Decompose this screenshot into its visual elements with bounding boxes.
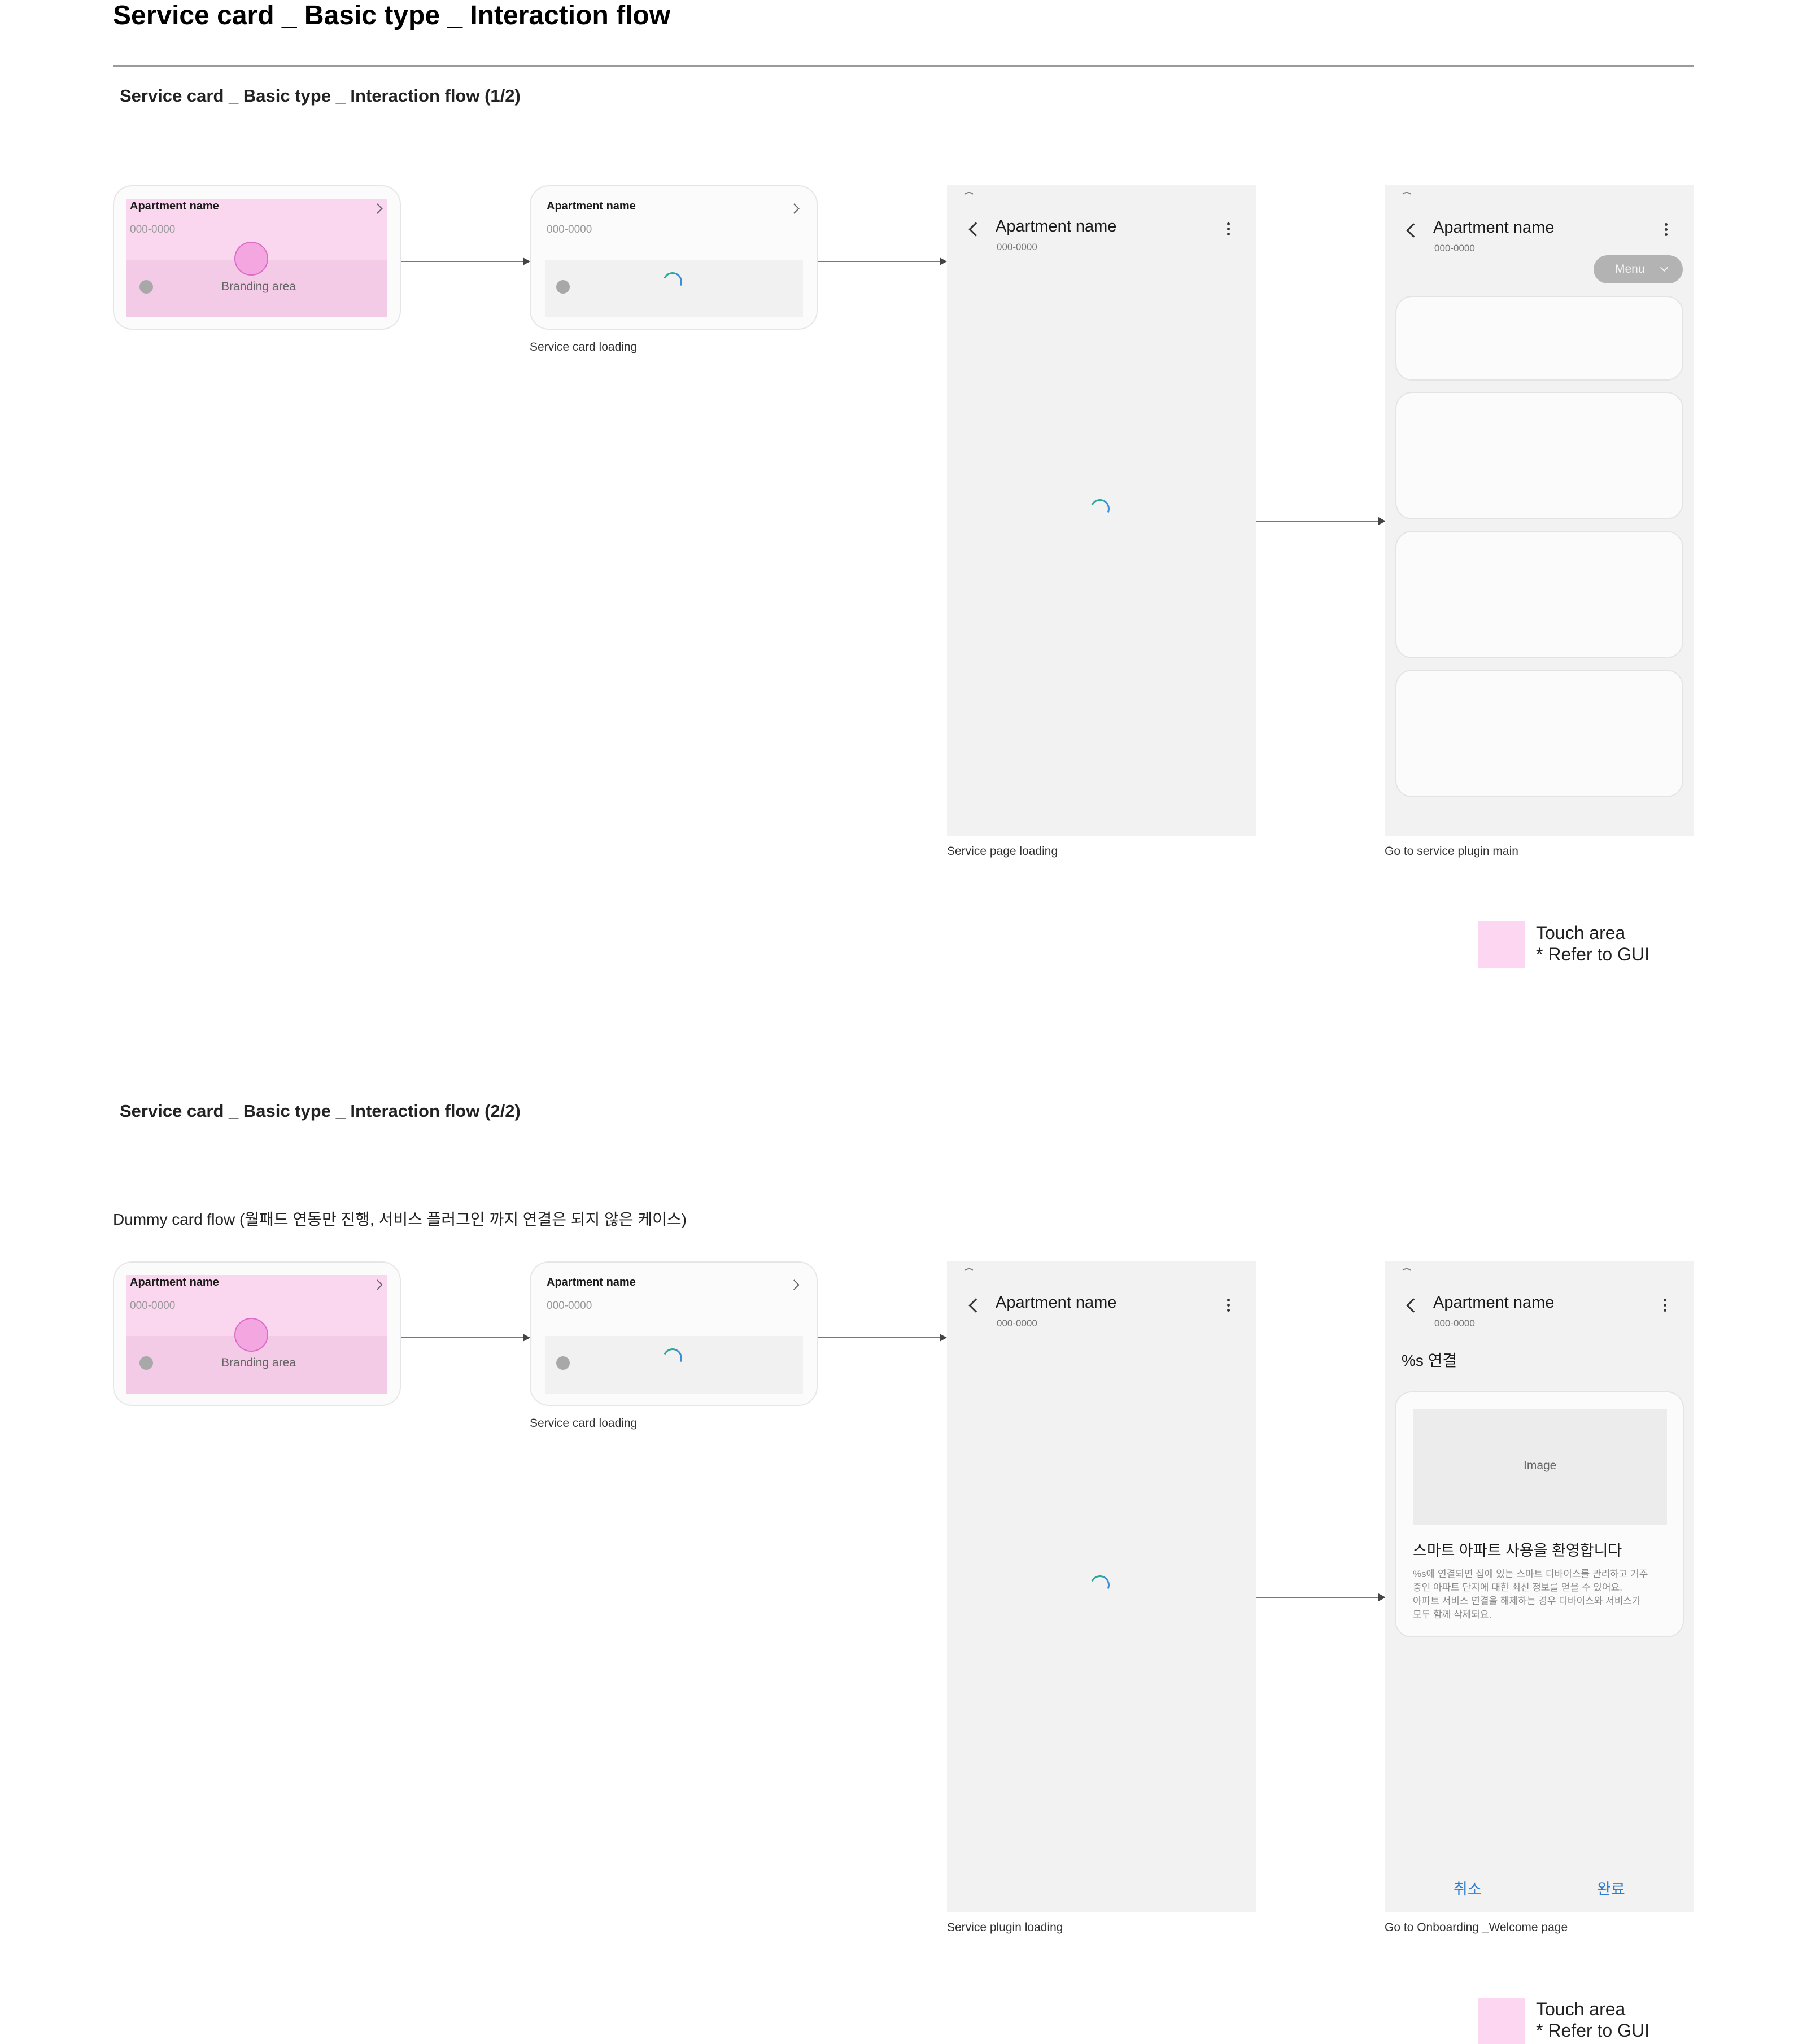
onboarding-caption: Go to Onboarding _Welcome page — [1385, 1921, 1568, 1934]
card-loading-caption: Service card loading — [530, 1417, 638, 1430]
welcome-desc-line4: 모두 함께 삭제되요. — [1413, 1609, 1492, 1620]
back-chevron-icon[interactable] — [1406, 1298, 1421, 1313]
card-content-area — [545, 260, 803, 317]
title-divider — [113, 65, 1694, 67]
flow2-plugin-loading-screen: Apartment name 000-0000 — [947, 1261, 1256, 1912]
touch-area-swatch — [1478, 921, 1525, 968]
image-label: Image — [1524, 1459, 1557, 1472]
welcome-card: Image 스마트 아파트 사용을 환영합니다 %s에 연결되면 집에 있는 스… — [1395, 1391, 1684, 1637]
chevron-down-icon — [1660, 263, 1669, 272]
welcome-desc-line1: %s에 연결되면 집에 있는 스마트 디바이스를 관리하고 거주 — [1413, 1569, 1648, 1579]
flow1-page-loading-screen: Apartment name 000-0000 — [947, 185, 1256, 836]
card-number: 000-0000 — [547, 224, 592, 235]
flow-arrow — [1256, 1597, 1380, 1598]
branding-area-label: Branding area — [221, 1356, 296, 1369]
welcome-image: Image — [1413, 1409, 1667, 1525]
arrow-head — [940, 257, 947, 265]
menu-label: Menu — [1615, 263, 1645, 276]
branding-area-label: Branding area — [221, 280, 296, 293]
menu-dropdown-button[interactable]: Menu — [1594, 255, 1683, 283]
flow2-title: Service card _ Basic type _ Interaction … — [120, 1101, 521, 1121]
welcome-desc-line3: 아파트 서비스 연결을 해제하는 경우 디바이스와 서비스가 — [1413, 1596, 1641, 1606]
chevron-right-icon — [789, 203, 800, 214]
flow2-card-touch[interactable]: Apartment name 000-0000 Branding area — [113, 1261, 401, 1406]
card-number: 000-0000 — [547, 1300, 592, 1312]
page-loading-caption: Service page loading — [947, 845, 1058, 858]
screen-subtitle: 000-0000 — [1434, 243, 1475, 254]
plugin-loading-caption: Service plugin loading — [947, 1921, 1063, 1934]
flow-arrow — [401, 261, 524, 262]
plugin-card[interactable] — [1395, 392, 1683, 519]
plugin-card[interactable] — [1395, 531, 1683, 658]
flow-arrow — [818, 261, 941, 262]
welcome-desc-line2: 중인 아파트 단지에 대한 최신 정보를 얻을 수 있어요. — [1413, 1582, 1622, 1593]
service-logo-icon — [139, 1356, 153, 1370]
screen-title: Apartment name — [1433, 1294, 1555, 1312]
flow2-card-loading: Apartment name 000-0000 — [530, 1261, 818, 1406]
flow-arrow — [401, 1337, 524, 1338]
service-logo-icon — [139, 280, 153, 294]
page-title: Service card _ Basic type _ Interaction … — [113, 1, 671, 30]
card-content-area — [545, 1336, 803, 1394]
legend-line1: Touch area — [1536, 923, 1626, 943]
flow-arrow — [818, 1337, 941, 1338]
flow1-card-loading: Apartment name 000-0000 — [530, 185, 818, 330]
screen-title: Apartment name — [996, 217, 1117, 235]
flow-arrow — [1256, 521, 1380, 522]
cancel-button[interactable]: 취소 — [1454, 1881, 1482, 1898]
wifi-icon — [963, 1268, 975, 1275]
flow1-plugin-main-screen: Apartment name 000-0000 Menu — [1385, 185, 1694, 836]
screen-subtitle: 000-0000 — [997, 1318, 1037, 1329]
touch-point-icon — [234, 242, 268, 276]
card-title: Apartment name — [547, 1276, 636, 1289]
wifi-icon — [1400, 192, 1413, 199]
loading-spinner-icon — [1088, 1573, 1112, 1597]
legend-line2: * Refer to GUI — [1536, 944, 1649, 964]
card-loading-caption: Service card loading — [530, 340, 638, 353]
back-chevron-icon[interactable] — [1406, 223, 1421, 238]
screen-subtitle: 000-0000 — [997, 242, 1037, 252]
done-button[interactable]: 완료 — [1597, 1881, 1625, 1898]
back-chevron-icon[interactable] — [968, 222, 983, 237]
touch-area-swatch — [1478, 1998, 1525, 2044]
screen-title: Apartment name — [1433, 219, 1555, 237]
arrow-head — [523, 1334, 530, 1342]
legend-line1: Touch area — [1536, 1999, 1626, 2019]
wifi-icon — [1400, 1268, 1413, 1275]
flow2-note: Dummy card flow (월패드 연동만 진행, 서비스 플러그인 까지… — [113, 1211, 687, 1228]
card-title: Apartment name — [130, 200, 219, 212]
card-number: 000-0000 — [130, 1300, 176, 1312]
chevron-right-icon — [789, 1279, 800, 1290]
touch-point-icon — [234, 1318, 268, 1352]
flow1-card-touch[interactable]: Apartment name 000-0000 Branding area — [113, 185, 401, 330]
plugin-card[interactable] — [1395, 296, 1683, 381]
onboarding-heading: %s 연결 — [1402, 1352, 1457, 1369]
card-number: 000-0000 — [130, 224, 176, 235]
more-kebab-icon[interactable] — [1664, 1299, 1666, 1314]
flow2-onboarding-screen: Apartment name 000-0000 %s 연결 Image 스마트 … — [1385, 1261, 1694, 1912]
more-kebab-icon[interactable] — [1665, 223, 1668, 238]
wifi-icon — [963, 192, 975, 199]
back-chevron-icon[interactable] — [968, 1298, 983, 1313]
loading-spinner-icon — [1088, 496, 1112, 521]
service-logo-icon — [556, 1356, 570, 1370]
more-kebab-icon[interactable] — [1227, 1299, 1230, 1314]
screen-subtitle: 000-0000 — [1434, 1318, 1475, 1329]
plugin-main-caption: Go to service plugin main — [1385, 845, 1518, 858]
arrow-head — [1378, 517, 1386, 525]
service-logo-icon — [556, 280, 570, 294]
flow1-title: Service card _ Basic type _ Interaction … — [120, 86, 521, 106]
arrow-head — [523, 257, 530, 265]
screen-title: Apartment name — [996, 1294, 1117, 1312]
arrow-head — [1378, 1593, 1386, 1601]
plugin-card[interactable] — [1395, 670, 1683, 797]
welcome-title: 스마트 아파트 사용을 환영합니다 — [1413, 1542, 1622, 1559]
more-kebab-icon[interactable] — [1227, 222, 1230, 238]
arrow-head — [940, 1334, 947, 1342]
legend-line2: * Refer to GUI — [1536, 2020, 1649, 2041]
card-title: Apartment name — [547, 200, 636, 212]
card-title: Apartment name — [130, 1276, 219, 1289]
